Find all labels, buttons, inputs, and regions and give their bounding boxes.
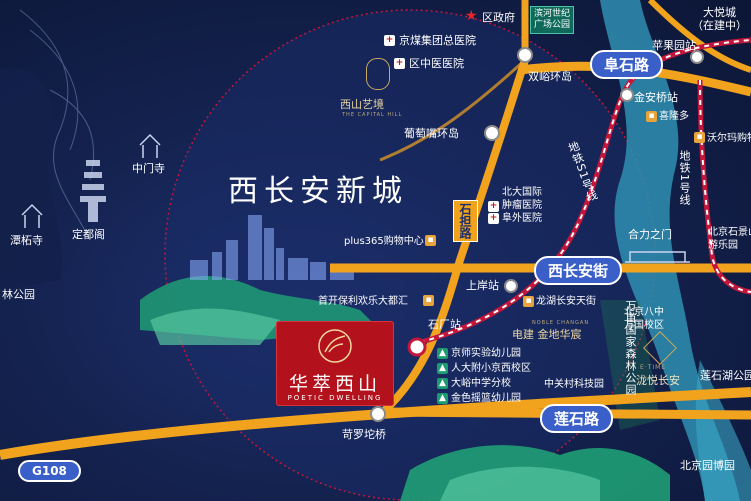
brand-card: 华萃西山 POETIC DWELLING [276, 321, 394, 406]
shopping-icon: ▪ [646, 111, 657, 122]
station-shangan: 上岸站 [466, 279, 499, 292]
shopping-icon: ▪ [523, 296, 534, 307]
poi-quzhengfu: 区政府 [482, 11, 515, 24]
project-liuyue-sub: E·TIME [640, 364, 667, 371]
forest-label: 万亩国家森林公园 [624, 300, 637, 396]
poi-heyizhimen: 合力之门 [628, 228, 672, 241]
station-shichang: 石厂站 [428, 318, 461, 331]
metro-line1-label: 地铁1号线 [678, 150, 691, 206]
project-dianjian: 电建 金地华宸 [512, 328, 582, 341]
hospital-icon: + [384, 35, 395, 46]
qieluotuo-marker [370, 406, 386, 422]
brand-name: 华萃西山 [288, 373, 381, 395]
brand-sub: POETIC DWELLING [287, 394, 383, 402]
poi-woerma: 沃尔玛购物中心 [707, 133, 751, 144]
school-icon: ▲ [437, 378, 448, 389]
poi-bowuguan: 北京园博园 [680, 459, 735, 472]
poi-linpark: 林公园 [2, 288, 35, 301]
pingguoyuan-marker [690, 50, 704, 64]
shuangyu-marker [517, 47, 533, 63]
project-dianjian-sub: NOBLE CHANGAN [532, 320, 590, 326]
poi-dayu: 大峪中学分校 [451, 378, 511, 389]
poi-jinse: 金色摇篮幼儿园 [451, 393, 521, 404]
poi-jingmei: 京煤集团总医院 [399, 34, 476, 47]
station-qieluotuo: 苛罗坨桥 [342, 428, 386, 441]
road-label-fushi: 阜石路 [590, 50, 664, 79]
hospital-icon: + [488, 201, 499, 212]
poi-jingshiyouer: 京师实验幼儿园 [451, 348, 521, 359]
shopping-icon: ▪ [694, 132, 705, 143]
station-jinanqiao: 金安桥站 [634, 91, 678, 104]
station-pingguoyuan: 苹果园站 [652, 39, 696, 52]
school-icon: ▲ [437, 363, 448, 374]
shijing-road [377, 58, 529, 418]
school-icon: ▲ [437, 393, 448, 404]
xishan-logo-icon [366, 58, 390, 90]
poi-bazhong: 北京八中 万国校区 [624, 307, 664, 331]
poi-renda: 人大附小京西校区 [451, 363, 531, 374]
poi-zhongmen: 中门寺 [132, 162, 165, 175]
poi-tanzhe: 潭柘寺 [10, 234, 43, 247]
shichang-marker [407, 337, 427, 357]
poi-fuwai: 阜外医院 [502, 213, 542, 224]
poi-binhe: 滨河世纪 广场公园 [530, 6, 575, 34]
poi-xilongduo: 喜隆多 [659, 111, 689, 122]
poi-zhongguancun: 中关村科技园 [544, 379, 604, 390]
shopping-icon: ▪ [423, 295, 434, 306]
school-icon: ▲ [437, 348, 448, 359]
poi-jingshi: 北京石景山 游乐园 [708, 227, 751, 251]
poi-zhongyi: 区中医医院 [409, 57, 464, 70]
road-label-g108: G108 [18, 460, 81, 482]
hospital-icon: + [394, 58, 405, 69]
station-shuangyu: 双峪环岛 [528, 70, 572, 83]
poi-dingdu: 定都阁 [72, 228, 105, 241]
shangan-marker [504, 279, 518, 293]
poi-longhu: 龙湖长安天街 [536, 296, 596, 307]
project-xishan-sub: THE CAPITAL HILL [342, 112, 403, 118]
project-liuyue: 泷悦长安 [636, 374, 680, 387]
zhongmen-pavilion-icon [139, 133, 161, 158]
brand-logo-icon [318, 329, 352, 363]
jinanqiao-marker [620, 88, 634, 102]
g108-road [0, 387, 751, 460]
tanzhe-pavilion-icon [21, 203, 43, 228]
poi-lianshihu: 莲石湖公园 [700, 369, 751, 382]
metro-line1 [697, 79, 751, 295]
shopping-icon: ▪ [425, 235, 436, 246]
district-title: 西长安新城 [228, 174, 408, 209]
poi-baoli: 首开保利欢乐大都汇 [318, 296, 408, 307]
station-putaozui: 葡萄嘴环岛 [404, 127, 459, 140]
government-star-icon: ★ [465, 8, 478, 24]
yongding-river [600, 0, 740, 501]
station-dayuecheng: 大悦城 （在建中） [692, 6, 747, 32]
heyizhimen-icon [625, 251, 690, 263]
poi-beida: 北大国际 肿瘤医院 [502, 187, 542, 211]
putaozui-marker [484, 125, 500, 141]
project-xishan: 西山艺境 [340, 98, 384, 111]
hospital-icon: + [488, 213, 499, 224]
road-label-lianshi: 莲石路 [540, 404, 614, 433]
pagoda-icon [80, 160, 106, 222]
poi-plus365: plus365购物中心 [344, 236, 424, 247]
road-label-xichangan: 西长安街 [534, 256, 623, 285]
road-label-shijing: 石担路 [453, 200, 478, 242]
skyline [190, 215, 354, 280]
